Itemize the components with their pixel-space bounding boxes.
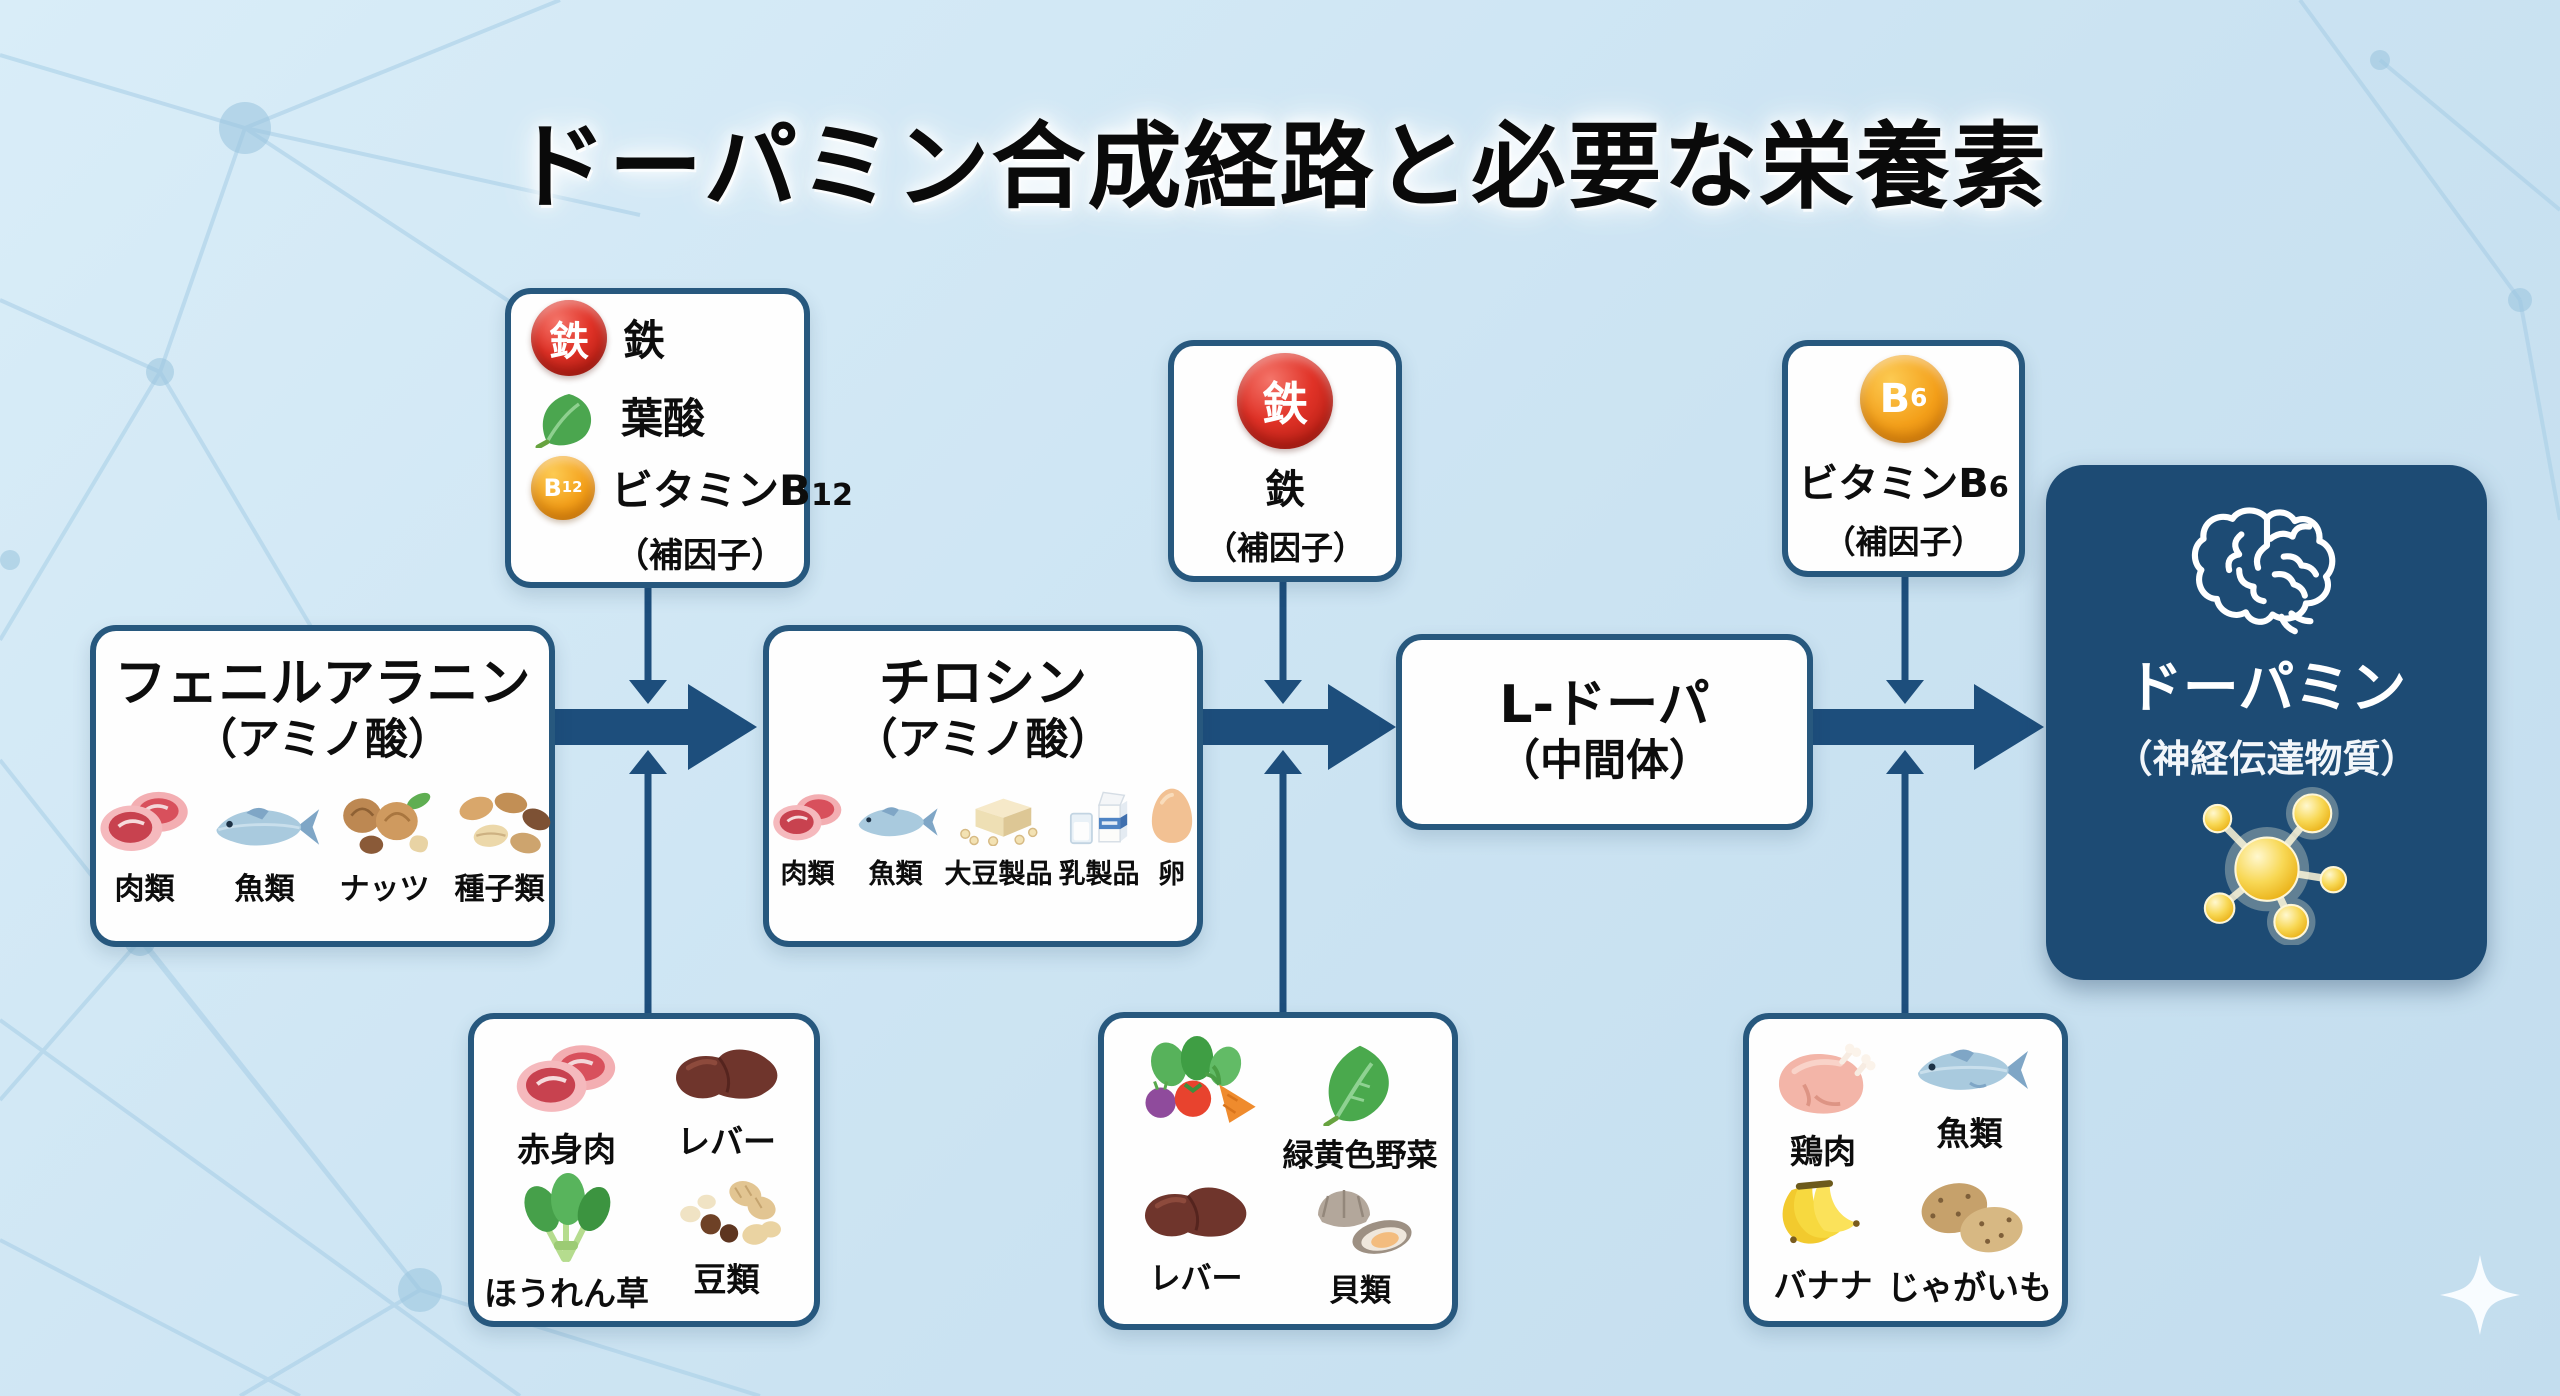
node-subtitle: （アミノ酸） xyxy=(854,714,1112,765)
fish-icon xyxy=(858,807,938,837)
food-item: 肉類 xyxy=(769,788,847,891)
food-item: 大豆製品 xyxy=(945,788,1053,891)
food-item: ほうれん草 xyxy=(484,1171,649,1315)
food-item: 肉類 xyxy=(95,784,195,908)
leafy-green-icon xyxy=(1323,1045,1389,1126)
meat-icon xyxy=(99,792,188,852)
node-subtitle: （神経伝達物質） xyxy=(2114,736,2419,781)
beans-icon xyxy=(679,1181,781,1245)
food-item: 魚類 xyxy=(209,796,321,908)
cofactor-box-iron: 鉄 鉄 （補因子） xyxy=(1168,340,1402,582)
node-dopamine: ドーパミン （神経伝達物質） xyxy=(2046,465,2487,980)
food-item: 豆類 xyxy=(670,1171,784,1315)
food-source-row: 肉類 魚類 xyxy=(769,784,1198,891)
liver-icon xyxy=(1145,1187,1247,1237)
arrow-phenylalanine-to-tyrosine xyxy=(555,684,757,770)
cofactor-note: （補因子） xyxy=(1823,522,1984,561)
node-title: フェニルアラニン xyxy=(114,654,531,714)
iron-badge-icon: 鉄 xyxy=(531,299,607,376)
food-item: バナナ xyxy=(1770,1173,1876,1309)
node-tyrosine: チロシン （アミノ酸） 肉類 魚類 xyxy=(763,625,1203,947)
cofactor-label-b6: ビタミンB6 xyxy=(1798,460,2009,507)
egg-icon xyxy=(1151,789,1192,844)
cofactor-row-iron: 鉄 鉄 xyxy=(531,299,784,376)
shellfish-icon xyxy=(1318,1190,1412,1254)
banana-icon xyxy=(1782,1180,1860,1244)
food-item: 鶏肉 xyxy=(1765,1037,1881,1173)
node-title: L-ドーパ xyxy=(1499,675,1710,736)
sparkle-icon xyxy=(2440,1255,2520,1335)
vegetables-icon xyxy=(1145,1036,1256,1123)
potato-icon xyxy=(1921,1183,2023,1253)
food-item: 種子類 xyxy=(449,788,551,908)
meat-icon xyxy=(772,794,841,841)
cofactor-label-folate: 葉酸 xyxy=(621,394,706,443)
leaf-icon xyxy=(535,393,592,448)
food-item: じゃがいも xyxy=(1887,1173,2052,1309)
food-box-iron-sources: 緑黄色野菜 レバー 貝類 xyxy=(1098,1012,1458,1330)
soy-tofu-icon xyxy=(959,799,1037,847)
iron-badge-icon: 鉄 xyxy=(1237,353,1333,449)
cofactor-label-b12: ビタミンB12 xyxy=(611,466,854,515)
seeds-icon xyxy=(459,793,550,854)
food-item: レバー xyxy=(666,1037,788,1171)
node-ldopa: L-ドーパ （中間体） xyxy=(1396,634,1813,830)
node-phenylalanine: フェニルアラニン （アミノ酸） 肉類 xyxy=(90,625,555,947)
chicken-icon xyxy=(1778,1043,1876,1114)
food-item: 魚類 xyxy=(1910,1037,2030,1173)
cofactor-row-folate: 葉酸 xyxy=(531,384,784,448)
food-item: レバー xyxy=(1135,1175,1257,1310)
food-item: 乳製品 xyxy=(1059,784,1140,891)
dopamine-molecule-icon xyxy=(2202,786,2347,945)
arrow-ldopa-to-dopamine xyxy=(1813,684,2044,770)
cofactor-note: （補因子） xyxy=(615,535,785,576)
food-item: 卵 xyxy=(1146,784,1198,891)
node-subtitle: （アミノ酸） xyxy=(193,714,452,765)
fish-icon xyxy=(1917,1049,2028,1090)
red-meat-icon xyxy=(516,1045,615,1112)
food-source-row: 肉類 魚類 xyxy=(95,784,551,908)
food-item: 緑黄色野菜 xyxy=(1283,1036,1438,1175)
node-subtitle: （中間体） xyxy=(1497,736,1712,787)
cofactor-label-iron: 鉄 xyxy=(623,316,666,365)
cofactor-label-iron: 鉄 xyxy=(1265,467,1305,513)
food-box-b6-sources: 鶏肉 魚類 バナナ xyxy=(1743,1013,2068,1327)
brain-icon xyxy=(2191,506,2335,634)
food-item: 貝類 xyxy=(1299,1175,1421,1310)
food-item: 魚類 xyxy=(853,798,939,891)
dairy-milk-icon xyxy=(1069,792,1128,845)
liver-icon xyxy=(675,1049,777,1099)
food-item: ナッツ xyxy=(335,786,435,908)
page-title: ドーパミン合成経路と必要な栄養素 xyxy=(512,112,2048,222)
nuts-icon xyxy=(342,793,430,855)
spinach-icon xyxy=(523,1173,610,1262)
food-item xyxy=(1130,1036,1262,1175)
fish-icon xyxy=(215,808,319,846)
node-title: ドーパミン xyxy=(2126,655,2407,721)
food-box-iron-folate-sources: 赤身肉 レバー ほうれん草 xyxy=(468,1013,820,1327)
food-item: 赤身肉 xyxy=(509,1037,625,1171)
cofactor-note: （補因子） xyxy=(1204,529,1365,567)
node-title: チロシン xyxy=(878,654,1087,714)
arrow-tyrosine-to-ldopa xyxy=(1203,684,1396,770)
